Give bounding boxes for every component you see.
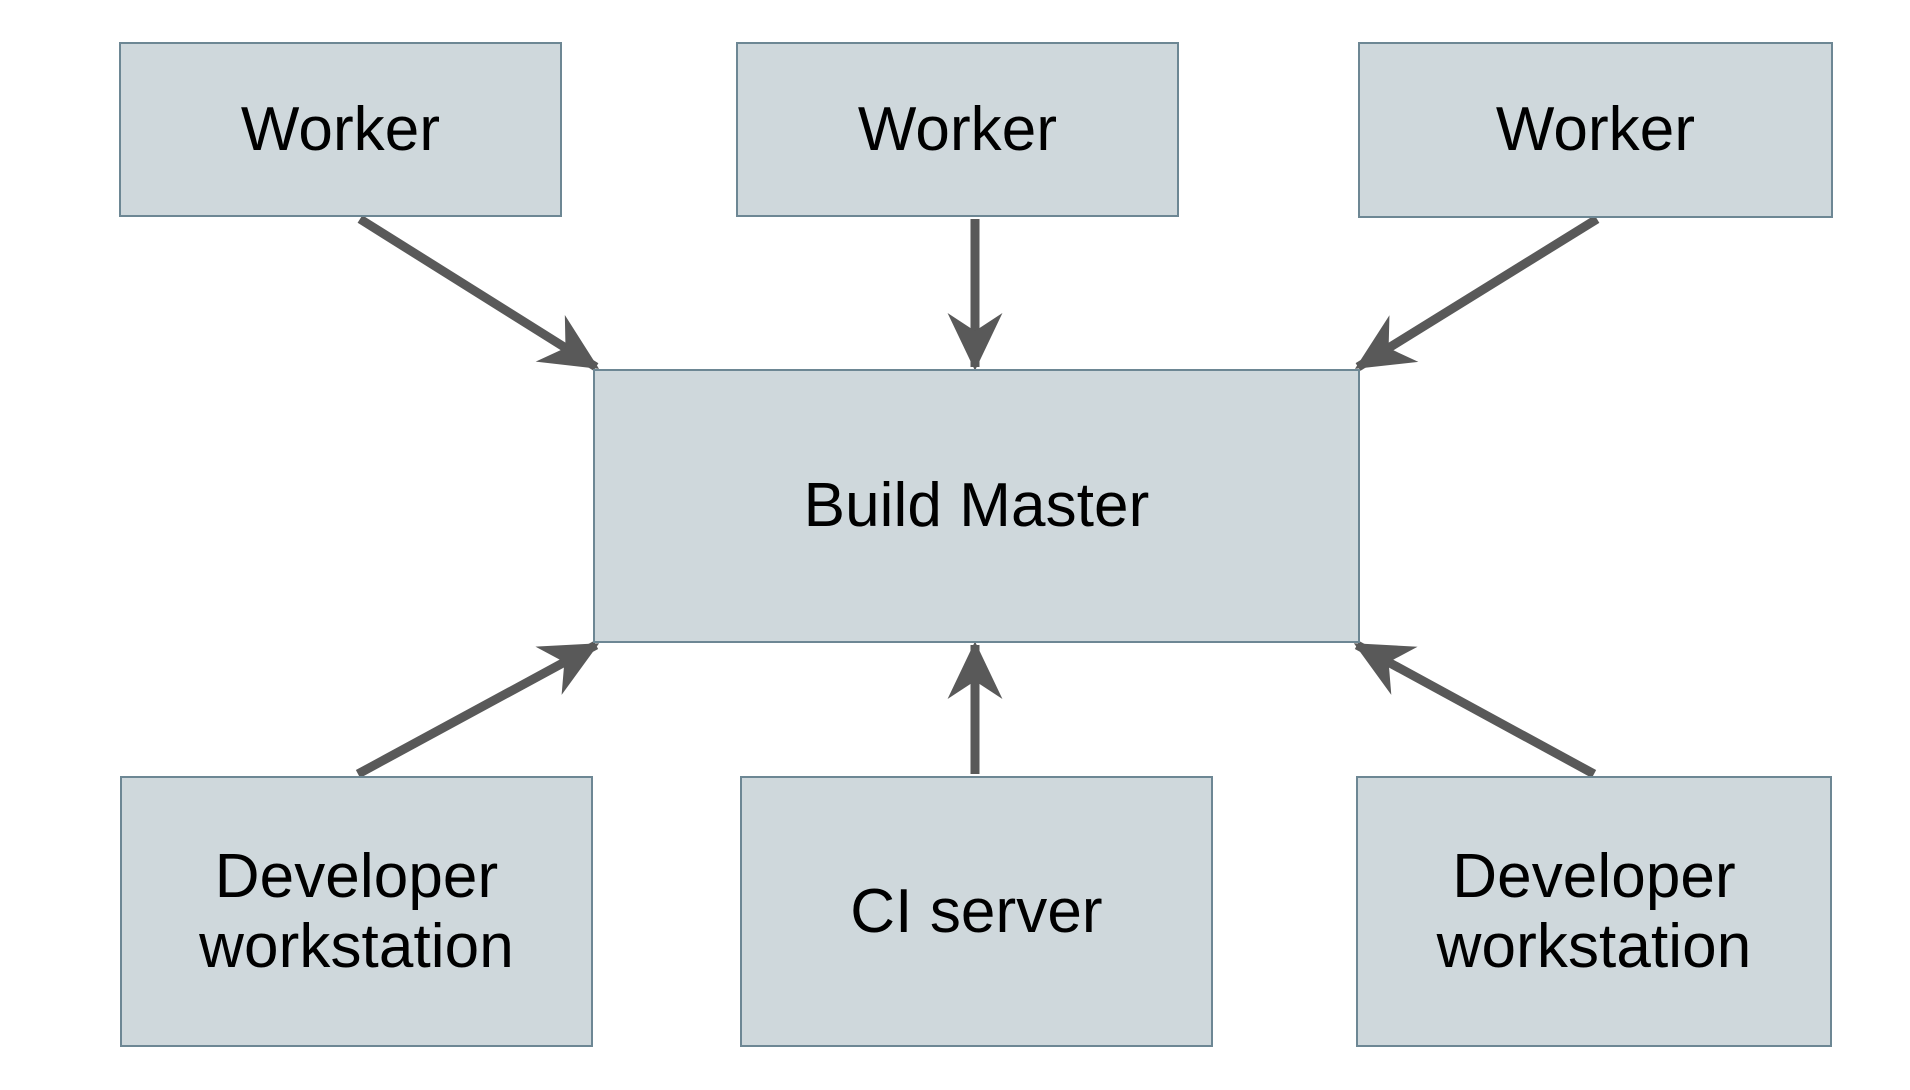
node-ci-server[interactable]: CI server bbox=[740, 776, 1213, 1047]
node-build-master[interactable]: Build Master bbox=[593, 369, 1360, 643]
node-worker-1[interactable]: Worker bbox=[119, 42, 562, 217]
node-label: CI server bbox=[850, 876, 1103, 946]
edge-worker-1-to-build-master bbox=[357, 215, 600, 371]
node-worker-2[interactable]: Worker bbox=[736, 42, 1179, 217]
node-label: Build Master bbox=[803, 471, 1150, 541]
edge-developer-workstation-right-to-build-master bbox=[1353, 641, 1597, 778]
node-label: Worker bbox=[1495, 95, 1696, 165]
node-developer-workstation-left[interactable]: Developer workstation bbox=[120, 776, 593, 1047]
node-developer-workstation-right[interactable]: Developer workstation bbox=[1356, 776, 1832, 1047]
edge-developer-workstation-left-to-build-master bbox=[355, 641, 600, 778]
node-worker-3[interactable]: Worker bbox=[1358, 42, 1833, 218]
node-label: Worker bbox=[240, 94, 441, 164]
node-label: Worker bbox=[857, 94, 1058, 164]
edge-worker-3-to-build-master bbox=[1354, 215, 1600, 371]
node-label: Developer workstation bbox=[199, 842, 514, 981]
node-label: Developer workstation bbox=[1436, 842, 1752, 981]
